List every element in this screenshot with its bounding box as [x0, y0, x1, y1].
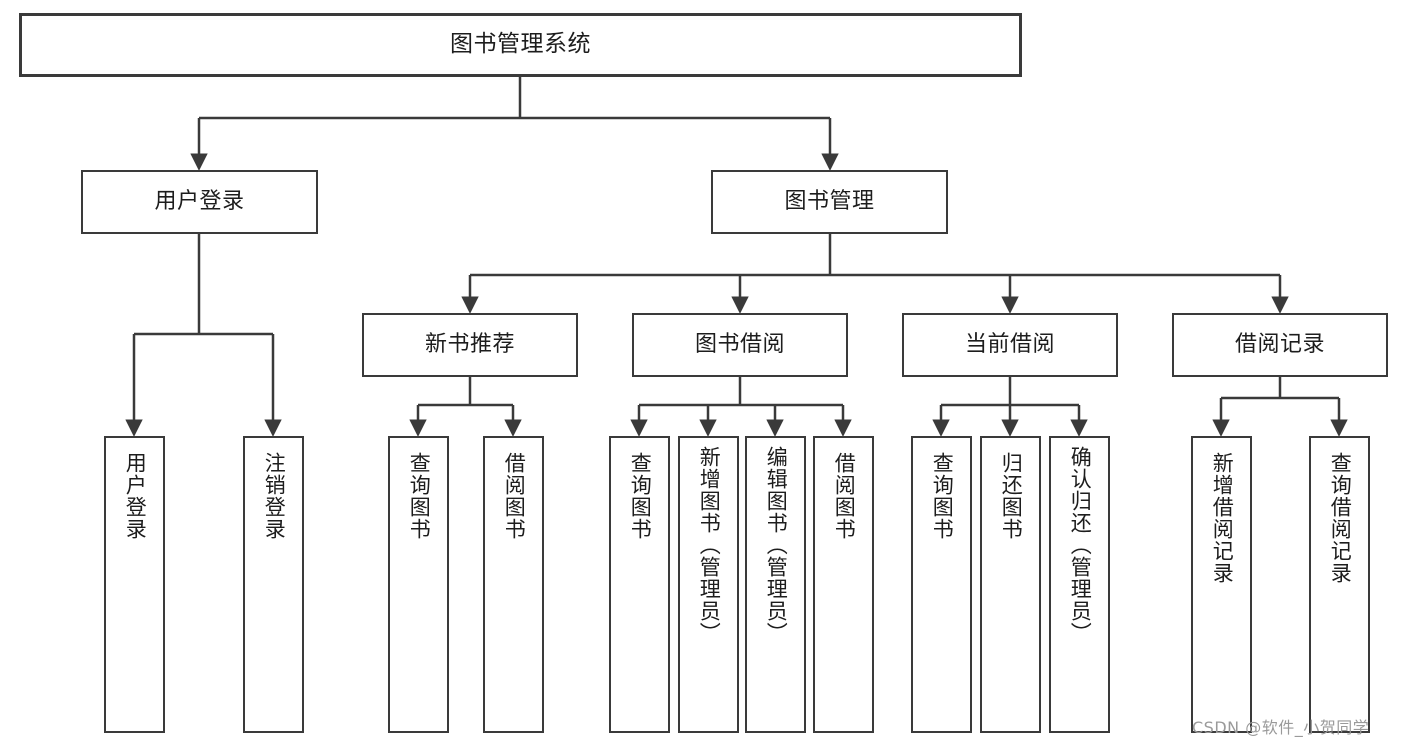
node-leaf-current-query-books-label: 查询图书: [930, 452, 955, 540]
node-leaf-current-query-books[interactable]: 查询图书: [911, 436, 972, 733]
node-leaf-add-book-admin-label: 新增图书（管理员）: [697, 446, 722, 644]
node-new-book-recommend-label: 新书推荐: [424, 331, 515, 357]
node-leaf-newbook-query-books-label: 查询图书: [407, 452, 432, 540]
node-current-borrow[interactable]: 当前借阅: [902, 313, 1118, 377]
node-book-management-label: 图书管理: [784, 188, 875, 214]
node-leaf-borrow-query-books-label: 查询图书: [628, 452, 653, 540]
node-leaf-borrow-books-label: 借阅图书: [832, 452, 857, 540]
node-leaf-borrow-query-books[interactable]: 查询图书: [609, 436, 670, 733]
node-user-login-label: 用户登录: [154, 188, 245, 214]
node-borrow-record[interactable]: 借阅记录: [1172, 313, 1388, 377]
node-leaf-borrow-books[interactable]: 借阅图书: [813, 436, 874, 733]
node-book-borrow-label: 图书借阅: [694, 331, 785, 357]
node-borrow-record-label: 借阅记录: [1234, 331, 1325, 357]
node-leaf-add-borrow-record[interactable]: 新增借阅记录: [1191, 436, 1252, 733]
node-leaf-newbook-query-books[interactable]: 查询图书: [388, 436, 449, 733]
node-root-system[interactable]: 图书管理系统: [19, 13, 1022, 77]
node-leaf-logout[interactable]: 注销登录: [243, 436, 304, 733]
node-leaf-user-login[interactable]: 用户登录: [104, 436, 165, 733]
node-leaf-logout-label: 注销登录: [262, 452, 287, 540]
node-new-book-recommend[interactable]: 新书推荐: [362, 313, 578, 377]
node-leaf-edit-book-admin-label: 编辑图书（管理员）: [764, 446, 789, 644]
node-user-login[interactable]: 用户登录: [81, 170, 318, 234]
node-leaf-return-books-label: 归还图书: [999, 452, 1024, 540]
watermark-text: CSDN @软件_小贺同学: [1192, 718, 1370, 737]
node-leaf-confirm-return-admin[interactable]: 确认归还（管理员）: [1049, 436, 1110, 733]
node-leaf-newbook-borrow-books-label: 借阅图书: [502, 452, 527, 540]
node-leaf-add-borrow-record-label: 新增借阅记录: [1210, 452, 1235, 584]
node-current-borrow-label: 当前借阅: [964, 331, 1055, 357]
node-root-label: 图书管理系统: [450, 31, 591, 58]
node-leaf-return-books[interactable]: 归还图书: [980, 436, 1041, 733]
node-leaf-edit-book-admin[interactable]: 编辑图书（管理员）: [745, 436, 806, 733]
node-book-borrow[interactable]: 图书借阅: [632, 313, 848, 377]
node-leaf-confirm-return-admin-label: 确认归还（管理员）: [1068, 446, 1093, 644]
node-leaf-query-borrow-record[interactable]: 查询借阅记录: [1309, 436, 1370, 733]
node-leaf-user-login-label: 用户登录: [123, 452, 148, 540]
node-leaf-query-borrow-record-label: 查询借阅记录: [1328, 452, 1353, 584]
node-book-management[interactable]: 图书管理: [711, 170, 948, 234]
node-leaf-newbook-borrow-books[interactable]: 借阅图书: [483, 436, 544, 733]
node-leaf-add-book-admin[interactable]: 新增图书（管理员）: [678, 436, 739, 733]
